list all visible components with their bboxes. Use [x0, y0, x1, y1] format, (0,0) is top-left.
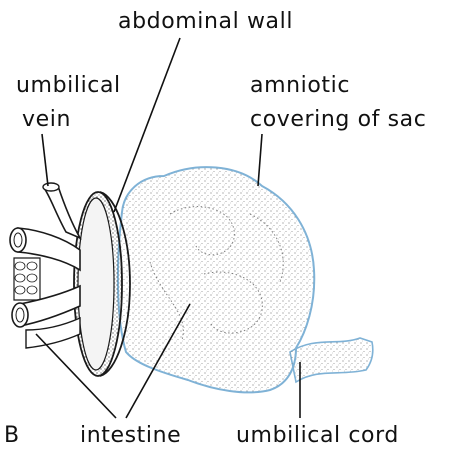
leader-amniotic-covering [258, 134, 262, 186]
cord-vessels [10, 183, 80, 348]
label-umbilical-vein-line2: vein [22, 107, 71, 132]
leader-umbilical-vein [42, 134, 48, 186]
amniotic-sac [118, 167, 314, 392]
label-abdominal-wall: abdominal wall [118, 9, 293, 34]
label-amniotic-line2: covering of sac [250, 107, 426, 132]
label-amniotic-line1: amniotic [250, 73, 350, 98]
label-umbilical-vein-line1: umbilical [16, 73, 121, 98]
panel-letter: B [4, 423, 20, 448]
umbilical-cord-extension [290, 338, 373, 382]
label-intestine: intestine [80, 423, 181, 448]
umbilical-vein [44, 186, 80, 238]
label-umbilical-cord: umbilical cord [236, 423, 399, 448]
